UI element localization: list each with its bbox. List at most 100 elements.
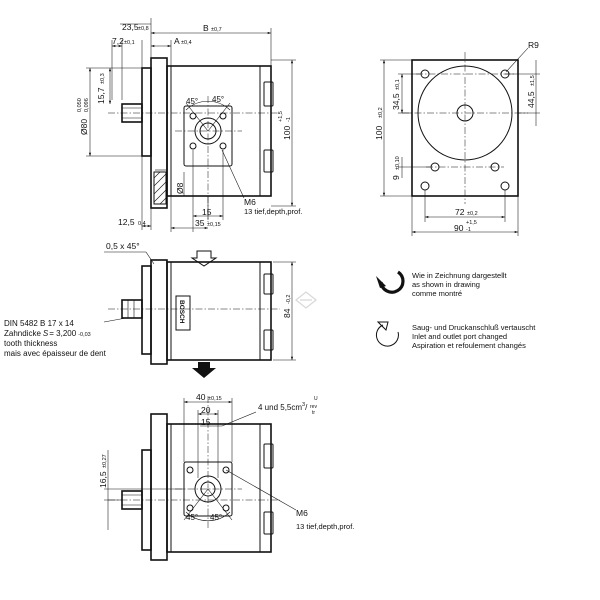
port-thread-hole [189, 142, 197, 150]
rotation-arrow-icon [379, 270, 405, 294]
front-flange-view: R9 100 ±0,2 34,5 ±0,1 9 ±0,10 44,5 ±1,5 … [374, 40, 540, 236]
tol-b: ±0,7 [211, 27, 222, 33]
watermark-logo [295, 291, 317, 309]
legend-shown-de: Wie in Zeichnung dargestellt [412, 271, 508, 280]
tol-d80-upper: 0,050 [77, 98, 83, 112]
top-side-view: 23,5 ±0,8 B ±0,7 7,2 ±0,1 A ±0,4 Ø80 0,0… [77, 18, 302, 232]
legend-shown-fr: comme montré [412, 289, 462, 298]
pump-body [166, 423, 272, 553]
dim-b: B [203, 23, 209, 33]
dim-44-5: 44,5 [526, 91, 536, 108]
port-thread-hole [189, 112, 197, 120]
tol-9: ±0,10 [395, 156, 401, 170]
spline-tooth-thickness-fr: mais avec épaisseur de dent [4, 349, 107, 358]
dim-d8: Ø8 [175, 182, 185, 194]
dim-40: 40 [196, 392, 206, 402]
name-plate [175, 295, 191, 331]
brand-label: BOSCH [178, 300, 185, 324]
legend-shown-en: as shown in drawing [412, 280, 480, 289]
dim-9: 9 [391, 175, 401, 180]
legend-changed-de: Saug- und Druckanschluß vertauscht [412, 323, 536, 332]
cover-bolt-upper [263, 81, 274, 107]
port-thread-hole [186, 466, 194, 474]
spline-thickness-label: Zahndicke [4, 329, 41, 338]
dim-a: A [174, 36, 180, 46]
tol-84: -0,2 [286, 295, 292, 304]
tol-100: ±0,2 [378, 107, 384, 118]
dim-15: 15 [201, 417, 211, 427]
dim-34-5: 34,5 [391, 93, 401, 110]
angle-right: 45° [210, 513, 222, 522]
dim-35: 35 [195, 218, 205, 228]
thread-m6: M6 [296, 508, 308, 518]
bottom-side-view: 40 ±0,15 20 15 4 und 5,5cm3/ U rev tr 16… [98, 392, 354, 561]
tol-23-5: ±0,8 [138, 26, 149, 32]
dim-72: 72 [455, 207, 465, 217]
middle-side-view: 0,5 x 45° BOSCH 84 -0,2 DIN 5482 B 17 x … [4, 241, 317, 378]
tol-44-5: ±1,5 [530, 75, 536, 86]
displacement-value: 4 und 5,5cm [258, 403, 302, 412]
thread-depth: 13 tief,depth,prof. [296, 522, 354, 531]
dim-15: 15 [202, 207, 212, 217]
port-thread-hole [219, 112, 227, 120]
rotation-legend: Wie in Zeichnung dargestellt as shown in… [375, 270, 536, 350]
dim-12-5: 12,5 [118, 217, 135, 227]
tol-90-lower: -1 [466, 227, 471, 233]
reverse-rotation-arrow-icon [375, 324, 399, 347]
displacement-exp: 3 [302, 402, 305, 408]
dim-7-2: 7,2 [112, 36, 124, 46]
cover-bolt-upper [263, 273, 274, 295]
legend-changed-en: Inlet and outlet port changed [412, 332, 507, 341]
mounting-hole [420, 181, 430, 191]
centering-collar [141, 265, 152, 355]
tol-100-upper: +1,5 [278, 111, 284, 122]
pump-body [166, 261, 272, 361]
dim-16-5: 16,5 [98, 471, 108, 488]
spline-thickness-tol: -0,03 [78, 332, 91, 338]
displacement-unit-rev: rev [310, 404, 317, 410]
spline-spec: DIN 5482 B 17 x 14 [4, 319, 74, 328]
mounting-hole [500, 181, 510, 191]
radius-r9: R9 [528, 40, 539, 50]
port-thread-hole [222, 504, 230, 512]
displacement-label: 4 und 5,5cm3/ [258, 402, 308, 412]
port-thread-hole [219, 142, 227, 150]
dim-15-7: 15,7 [96, 87, 106, 104]
tol-12-5: 0,4 [138, 221, 146, 227]
tol-a: ±0,4 [181, 40, 192, 46]
tol-16-5: ±0,27 [102, 454, 108, 468]
port-thread-hole [186, 504, 194, 512]
tol-34-5: ±0,1 [395, 79, 401, 90]
dim-100: 100 [282, 126, 292, 140]
port-thread-hole [222, 466, 230, 474]
flow-arrow-outlet [192, 362, 216, 378]
angle-left: 45° [186, 513, 198, 522]
dim-23-5: 23,5 [122, 22, 139, 32]
tol-15-7: ±0,3 [100, 73, 106, 84]
cover-bolt-lower [263, 329, 274, 351]
thread-m6: M6 [244, 197, 256, 207]
displacement-unit-tr: tr [312, 410, 315, 416]
angle-left: 45° [186, 97, 198, 106]
spline-tooth-thickness-en: tooth thickness [4, 339, 57, 348]
mounting-flange [150, 413, 168, 561]
tol-72: ±0,2 [467, 211, 478, 217]
tol-7-2: ±0,1 [124, 40, 135, 46]
cover-bolt-lower [263, 149, 274, 173]
dim-100: 100 [374, 126, 384, 140]
dim-d80: Ø80 [79, 119, 89, 135]
tol-90-upper: +1,5 [466, 220, 477, 226]
displacement-unit-u: U [314, 396, 318, 402]
tol-d80-lower: 0,096 [84, 98, 90, 112]
flow-arrow-inlet [190, 250, 218, 267]
spline-thickness-value: = 3,200 [49, 329, 76, 338]
spline-symbol: S [43, 329, 49, 338]
mounting-flange [150, 259, 168, 365]
tol-40: ±0,15 [208, 396, 222, 402]
pump-body [166, 65, 272, 197]
tol-100-lower: -1 [286, 117, 292, 122]
legend-changed-fr: Aspiration et refoulement changés [412, 341, 526, 350]
